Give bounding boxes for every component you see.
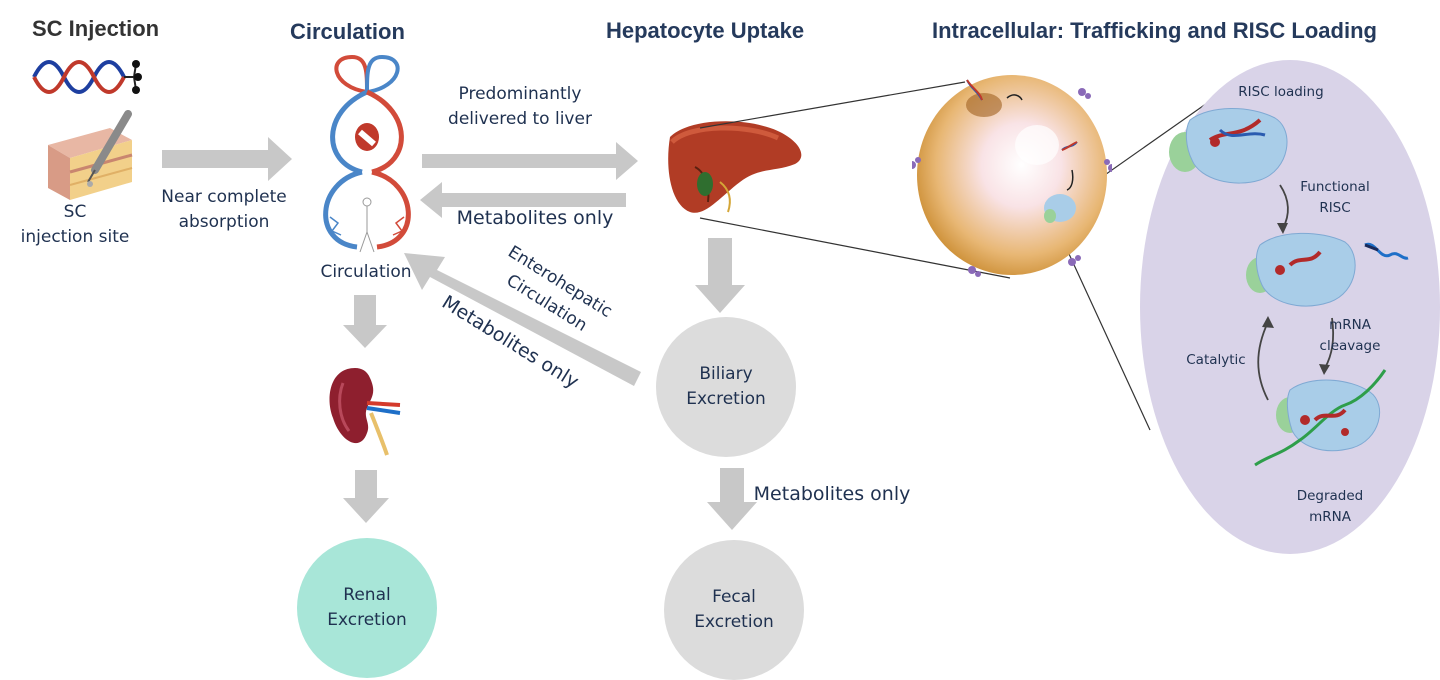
biliary-line2: Excretion (686, 389, 766, 409)
absorption-line1: Near complete (161, 187, 287, 207)
metabolites-only-fecal-label: Metabolites only (753, 483, 911, 505)
kidney-icon (329, 368, 401, 456)
arrow-liver-to-circulation (420, 182, 626, 218)
biliary-excretion-node: Biliary Excretion (656, 317, 796, 457)
functional-line2: RISC (1319, 200, 1351, 216)
delivered-line1: Predominantly (458, 84, 582, 104)
risc-cycle-graphics (1169, 108, 1409, 467)
circulatory-system-icon (323, 54, 411, 253)
fecal-line2: Excretion (694, 612, 774, 632)
skin-injection-icon (48, 110, 133, 200)
absorption-label: Near complete absorption (154, 185, 294, 235)
delivered-label: Predominantly delivered to liver (440, 82, 600, 132)
degraded-line2: mRNA (1309, 509, 1351, 525)
functional-risc-label: Functional RISC (1290, 177, 1380, 219)
risc-loading-label: RISC loading (1238, 84, 1324, 100)
sc-site-line2: injection site (20, 227, 130, 247)
absorption-line2: absorption (178, 212, 270, 232)
header-intracellular: Intracellular: Trafficking and RISC Load… (932, 18, 1377, 43)
sc-site-label: SC injection site (10, 200, 140, 250)
biliary-line1: Biliary (699, 364, 753, 384)
arrow-sc-to-circulation (162, 137, 292, 181)
delivered-line2: delivered to liver (448, 109, 592, 129)
header-circulation: Circulation (290, 19, 405, 44)
circulation-caption: Circulation (320, 262, 412, 282)
renal-line1: Renal (343, 585, 391, 605)
arrow-liver-to-biliary (695, 238, 745, 313)
metabolites-only-liver-label: Metabolites only (456, 207, 614, 229)
mrna-cleavage-line1: mRNA (1329, 317, 1371, 333)
arrow-circulation-to-liver (422, 142, 638, 180)
liver-icon (668, 121, 802, 213)
renal-line2: Excretion (327, 610, 407, 630)
header-hepatocyte-uptake: Hepatocyte Uptake (606, 18, 805, 43)
degraded-mrna-label: Degraded mRNA (1290, 486, 1370, 528)
renal-excretion-node: Renal Excretion (297, 538, 437, 678)
sirna-conjugate-icon (32, 60, 142, 94)
degraded-line1: Degraded (1296, 488, 1364, 504)
arrow-biliary-to-circulation (404, 253, 641, 386)
fecal-line1: Fecal (712, 587, 756, 607)
functional-line1: Functional (1300, 179, 1370, 195)
arrow-circulation-to-kidney (343, 295, 387, 348)
sc-site-line1: SC (63, 202, 87, 222)
fecal-excretion-node: Fecal Excretion (664, 540, 804, 680)
header-sc-injection: SC Injection (32, 16, 160, 41)
catalytic-label: Catalytic (1186, 352, 1246, 368)
arrow-biliary-to-fecal (707, 468, 757, 530)
hepatocyte-cell-icon (912, 75, 1112, 277)
arrow-kidney-to-renal (343, 470, 389, 523)
mrna-cleavage-label: mRNA cleavage (1310, 315, 1390, 357)
mrna-cleavage-line2: cleavage (1319, 338, 1381, 354)
